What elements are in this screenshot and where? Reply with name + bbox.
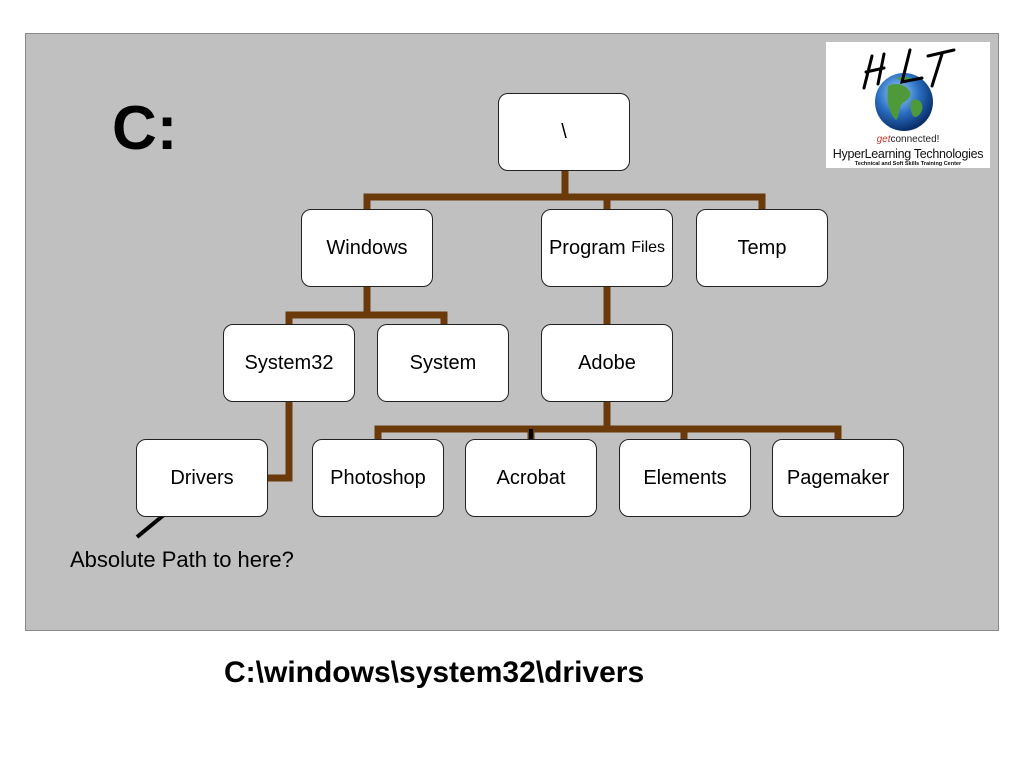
logo-graphic [862, 48, 956, 131]
logo-letters [862, 48, 956, 90]
logo-company-name: HyperLearning Technologies [832, 147, 984, 161]
node-drivers-label: Drivers [170, 466, 234, 489]
connector-root [363, 167, 766, 213]
node-adobe[interactable]: Adobe [541, 324, 673, 402]
node-temp[interactable]: Temp [696, 209, 828, 287]
connector-system32 [265, 398, 293, 482]
node-temp-label: Temp [737, 236, 787, 259]
question-text: Absolute Path to here? [70, 547, 294, 572]
node-root[interactable]: \ [498, 93, 630, 171]
node-pagemaker-label: Pagemaker [786, 466, 890, 489]
connector-windows [285, 283, 448, 328]
node-windows[interactable]: Windows [301, 209, 433, 287]
node-acrobat-label: Acrobat [496, 466, 566, 489]
node-adobe-label: Adobe [578, 351, 636, 374]
node-elements-label: Elements [643, 466, 727, 489]
logo-tagline: getconnected! [876, 134, 940, 145]
node-photoshop-label: Photoshop [330, 466, 426, 489]
node-system-label: System [409, 351, 477, 374]
node-root-label: \ [561, 120, 567, 143]
node-program-files-label: Program [548, 236, 626, 259]
node-pagemaker[interactable]: Pagemaker [772, 439, 904, 517]
node-photoshop[interactable]: Photoshop [312, 439, 444, 517]
node-acrobat[interactable]: Acrobat [465, 439, 597, 517]
logo-subtitle: Technical and Soft Skills Training Cente… [854, 161, 962, 167]
connector-adobe [374, 398, 842, 443]
answer-path: C:\windows\system32\drivers [224, 656, 645, 689]
node-program-files[interactable]: Program Files [541, 209, 673, 287]
node-windows-label: Windows [326, 236, 408, 259]
node-elements[interactable]: Elements [619, 439, 751, 517]
globe-icon [875, 73, 933, 131]
node-system32[interactable]: System32 [223, 324, 355, 402]
node-system32-label: System32 [244, 351, 334, 374]
node-system[interactable]: System [377, 324, 509, 402]
node-drivers[interactable]: Drivers [136, 439, 268, 517]
drive-label: C: [112, 94, 178, 163]
company-logo: getconnected! HyperLearning Technologies… [826, 42, 990, 168]
node-program-files-label-small: Files [631, 239, 666, 256]
